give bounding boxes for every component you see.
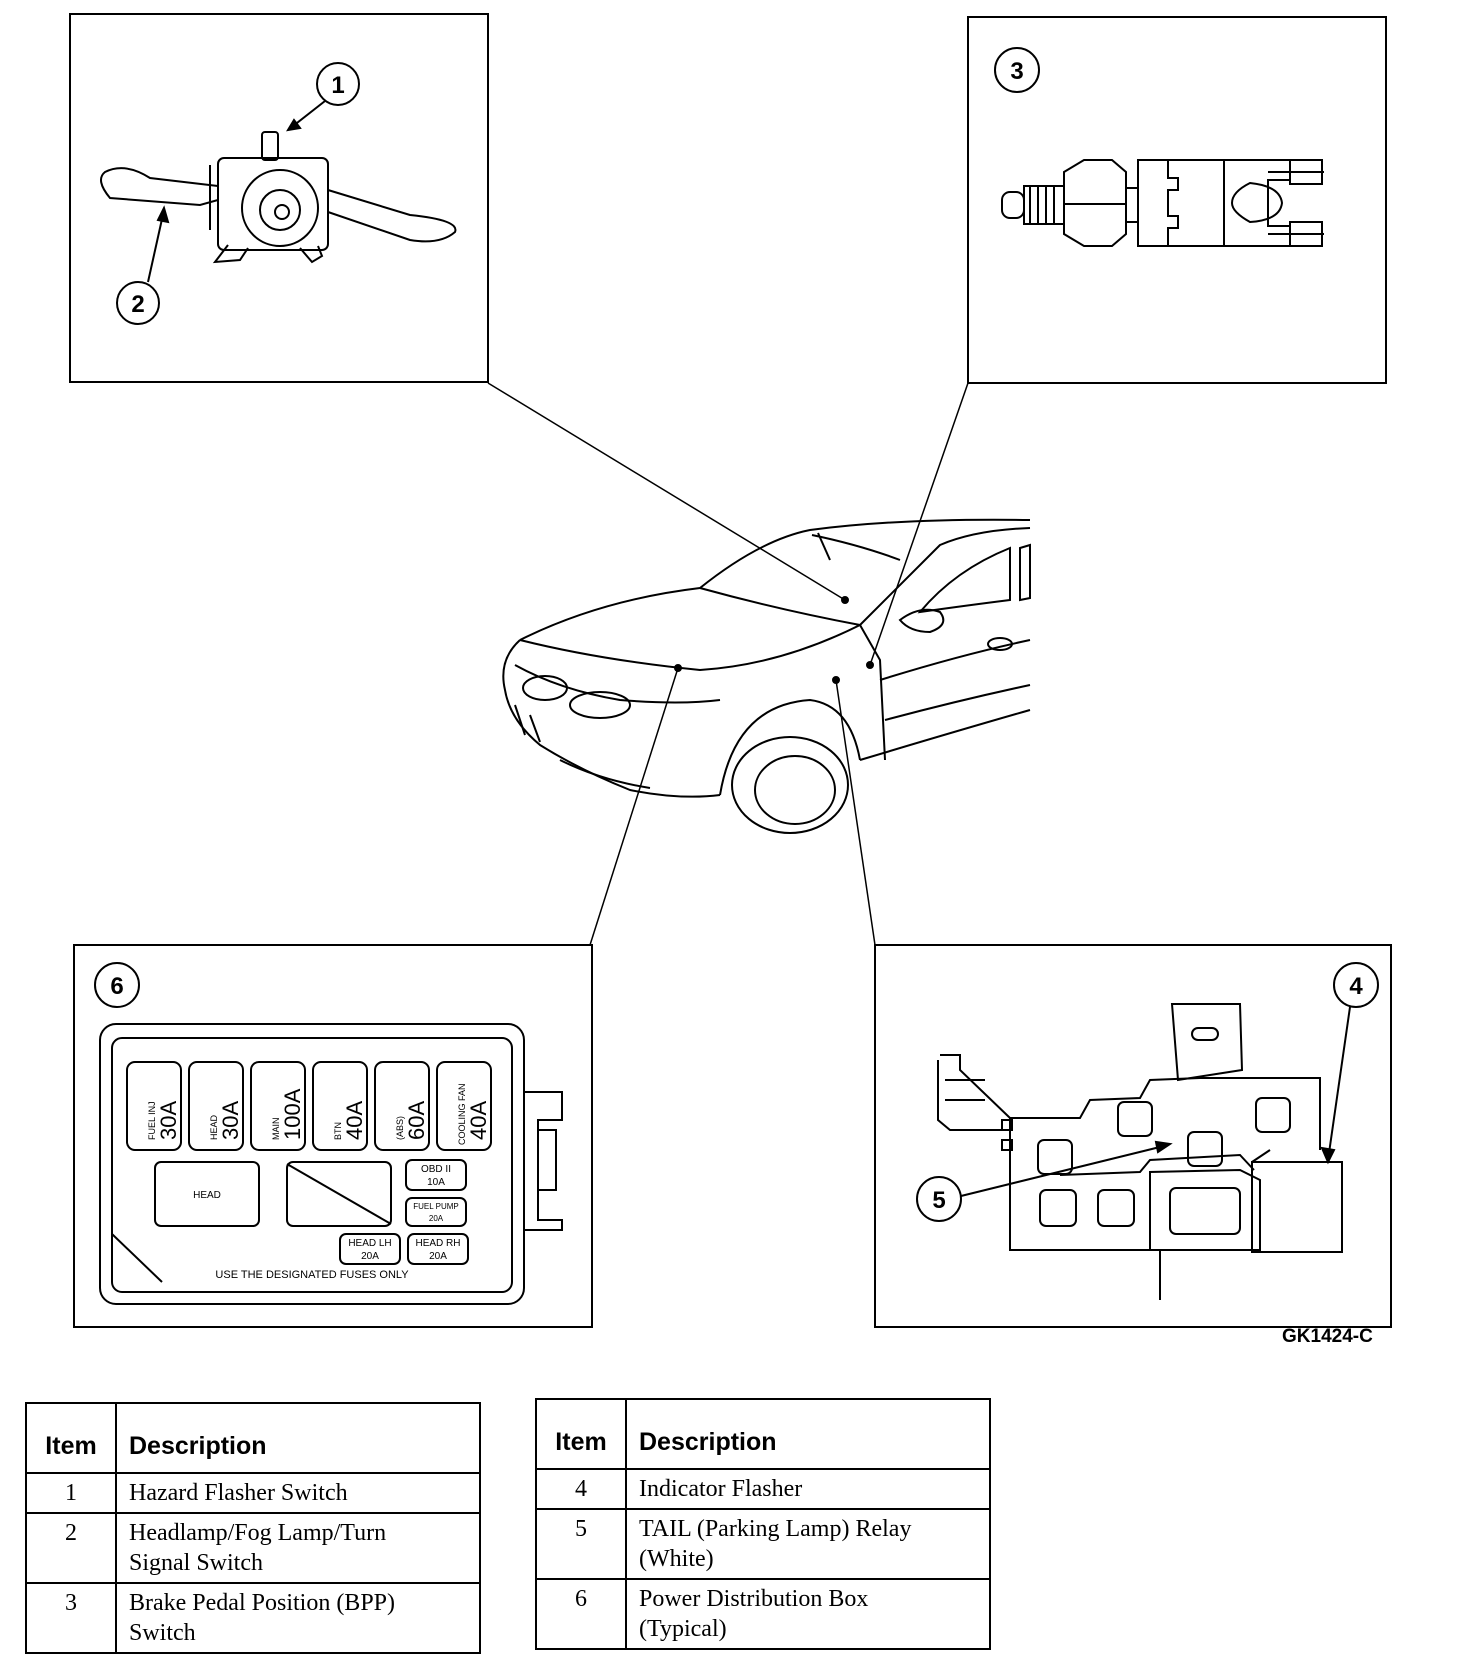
svg-text:3: 3 bbox=[1010, 58, 1023, 85]
svg-text:COOLING FAN: COOLING FAN bbox=[457, 1083, 467, 1145]
row-item: 4 bbox=[535, 1468, 627, 1510]
table-header: Item Description bbox=[25, 1402, 481, 1474]
table-row: 3 Brake Pedal Position (BPP)Switch bbox=[25, 1582, 481, 1654]
table-header: Item Description bbox=[535, 1398, 991, 1470]
svg-text:FUEL INJ: FUEL INJ bbox=[147, 1101, 157, 1140]
callout-1: 1 bbox=[286, 62, 360, 132]
svg-text:20A: 20A bbox=[361, 1251, 379, 1262]
mini-fuse-group: OBD II 10A FUEL PUMP 20A HEAD LH 20A HEA… bbox=[339, 1159, 469, 1265]
callout-6: 6 bbox=[94, 962, 140, 1008]
row-item: 3 bbox=[25, 1582, 117, 1654]
relay-bracket-illustration bbox=[937, 1003, 1343, 1300]
svg-text:30A: 30A bbox=[218, 1101, 243, 1140]
svg-text:6: 6 bbox=[110, 973, 123, 1000]
svg-text:HEAD: HEAD bbox=[209, 1114, 219, 1140]
svg-text:100A: 100A bbox=[280, 1088, 305, 1140]
row-description: Power Distribution Box(Typical) bbox=[625, 1578, 991, 1650]
svg-text:20A: 20A bbox=[429, 1251, 447, 1262]
multifunction-switch-illustration bbox=[100, 131, 457, 264]
brake-pedal-switch-box: 3 bbox=[967, 16, 1387, 384]
svg-text:40A: 40A bbox=[342, 1101, 367, 1140]
row-item: 1 bbox=[25, 1472, 117, 1514]
svg-text:20A: 20A bbox=[429, 1214, 444, 1223]
svg-text:60A: 60A bbox=[404, 1101, 429, 1140]
vehicle-illustration bbox=[502, 518, 1031, 834]
multifunction-switch-box: 1 2 bbox=[69, 13, 489, 383]
svg-text:HEAD: HEAD bbox=[193, 1190, 221, 1201]
svg-text:30A: 30A bbox=[156, 1101, 181, 1140]
svg-text:2: 2 bbox=[131, 291, 144, 318]
bpp-switch-illustration bbox=[1001, 159, 1324, 247]
header-description: Description bbox=[115, 1402, 481, 1474]
svg-text:BTN: BTN bbox=[333, 1122, 343, 1140]
legend-table-right: Item Description 4 Indicator Flasher 5 T… bbox=[535, 1398, 991, 1650]
power-distribution-box-panel: 6 FUEL INJ 30A HEAD 30A MAIN 100A BTN bbox=[73, 944, 593, 1328]
svg-text:(ABS): (ABS) bbox=[395, 1116, 405, 1140]
row-description: TAIL (Parking Lamp) Relay(White) bbox=[625, 1508, 991, 1580]
table-row: 6 Power Distribution Box(Typical) bbox=[535, 1578, 991, 1650]
header-description: Description bbox=[625, 1398, 991, 1470]
table-row: 4 Indicator Flasher bbox=[535, 1468, 991, 1510]
relay-bracket-box: 4 5 bbox=[874, 944, 1392, 1328]
svg-text:5: 5 bbox=[932, 1187, 945, 1214]
svg-text:HEAD RH: HEAD RH bbox=[415, 1238, 460, 1249]
legend-table-left: Item Description 1 Hazard Flasher Switch… bbox=[25, 1402, 481, 1654]
callout-5: 5 bbox=[916, 1140, 1173, 1222]
row-item: 6 bbox=[535, 1578, 627, 1650]
svg-text:USE THE DESIGNATED FUSES ONLY: USE THE DESIGNATED FUSES ONLY bbox=[215, 1269, 409, 1281]
svg-text:4: 4 bbox=[1349, 973, 1363, 1000]
leader-lines bbox=[487, 382, 969, 946]
header-item: Item bbox=[535, 1398, 627, 1470]
svg-text:10A: 10A bbox=[427, 1177, 445, 1188]
callout-3: 3 bbox=[994, 47, 1040, 93]
callout-4: 4 bbox=[1320, 962, 1379, 1165]
svg-text:FUEL PUMP: FUEL PUMP bbox=[413, 1202, 459, 1211]
svg-text:OBD II: OBD II bbox=[421, 1164, 451, 1175]
callout-2: 2 bbox=[116, 205, 170, 325]
row-description: Brake Pedal Position (BPP)Switch bbox=[115, 1582, 481, 1654]
row-item: 2 bbox=[25, 1512, 117, 1584]
svg-text:1: 1 bbox=[331, 72, 344, 99]
row-item: 5 bbox=[535, 1508, 627, 1580]
svg-text:MAIN: MAIN bbox=[271, 1118, 281, 1141]
row-description: Hazard Flasher Switch bbox=[115, 1472, 481, 1514]
header-item: Item bbox=[25, 1402, 117, 1474]
table-row: 1 Hazard Flasher Switch bbox=[25, 1472, 481, 1514]
figure-id: GK1424-C bbox=[1282, 1326, 1373, 1347]
svg-text:HEAD LH: HEAD LH bbox=[348, 1238, 391, 1249]
svg-text:40A: 40A bbox=[466, 1101, 491, 1140]
row-description: Indicator Flasher bbox=[625, 1468, 991, 1510]
table-row: 5 TAIL (Parking Lamp) Relay(White) bbox=[535, 1508, 991, 1580]
maxi-fuse-row: FUEL INJ 30A HEAD 30A MAIN 100A BTN 40A … bbox=[126, 1061, 492, 1151]
